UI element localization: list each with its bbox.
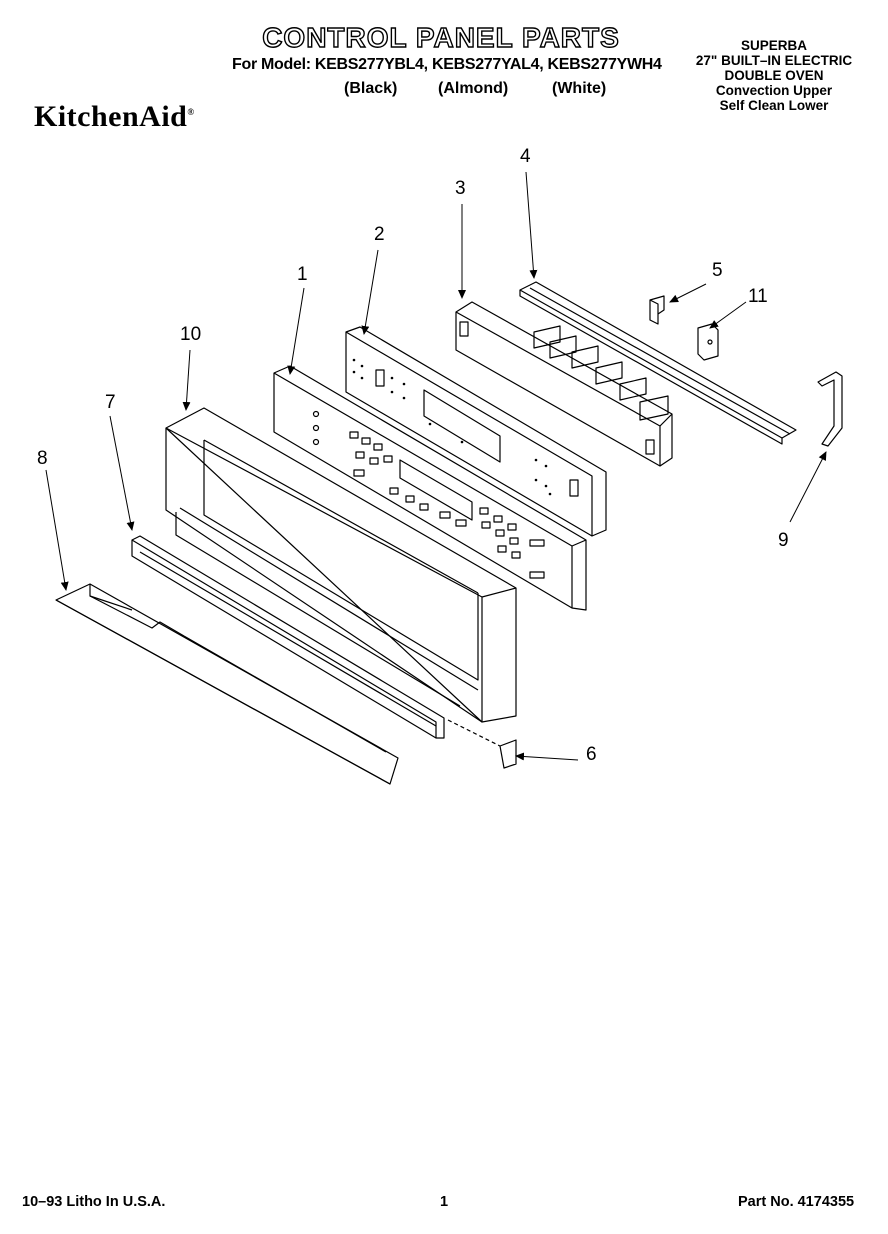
callout-8: 8 (37, 448, 48, 469)
callout-3: 3 (455, 178, 466, 199)
control-faceplate-part-1 (273, 365, 587, 611)
callout-11: 11 (748, 286, 768, 307)
product-lower: Self Clean Lower (719, 98, 829, 113)
rail-part-4 (519, 281, 797, 445)
callout-9: 9 (778, 530, 789, 551)
callout-1: 1 (297, 264, 308, 285)
trim-strip-part-7 (131, 535, 445, 739)
footer-part-number: Part No. 4174355 (738, 1194, 855, 1210)
bracket-part-11 (697, 323, 719, 361)
end-cap-part-6 (447, 719, 517, 769)
model-list: For Model: KEBS277YBL4, KEBS277YAL4, KEB… (232, 56, 662, 73)
footer-page-number: 1 (440, 1194, 449, 1210)
color-black: (Black) (344, 80, 398, 97)
strap-part-9 (817, 371, 843, 447)
membrane-overlay-part-2 (345, 326, 607, 537)
product-info: SUPERBA 27" BUILT–IN ELECTRIC DOUBLE OVE… (664, 38, 884, 113)
brand-logo: KitchenAid® (34, 100, 195, 133)
product-subtype: DOUBLE OVEN (724, 68, 824, 83)
leader-lines (45, 171, 827, 761)
callout-7: 7 (105, 392, 116, 413)
page-title: CONTROL PANEL PARTS (261, 21, 620, 53)
product-type: 27" BUILT–IN ELECTRIC (695, 53, 853, 68)
callout-5: 5 (712, 260, 723, 281)
control-board-part-3 (455, 301, 673, 467)
callout-4: 4 (520, 146, 531, 167)
trim-frame-part-10 (165, 407, 517, 723)
callout-2: 2 (374, 224, 385, 245)
footer-litho: 10–93 Litho In U.S.A. (22, 1194, 166, 1210)
clip-part-5 (649, 295, 665, 325)
product-upper: Convection Upper (715, 83, 833, 98)
callout-10: 10 (180, 324, 202, 345)
product-line: SUPERBA (740, 38, 807, 53)
kick-plate-part-8 (55, 583, 399, 785)
color-white: (White) (552, 80, 607, 97)
color-almond: (Almond) (438, 80, 509, 97)
callout-6: 6 (586, 744, 597, 765)
